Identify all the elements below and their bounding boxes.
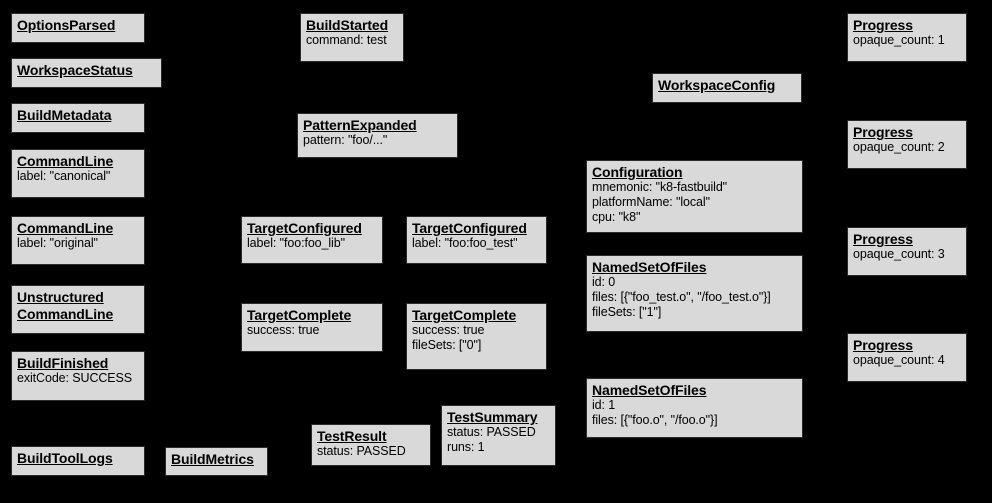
node-title: TargetComplete — [247, 307, 352, 323]
node-build-metrics[interactable]: BuildMetrics — [165, 447, 268, 476]
node-field: platformName: "local" — [592, 195, 710, 209]
node-title: CommandLine — [17, 153, 114, 169]
node-title: WorkspaceStatus — [17, 62, 133, 78]
node-field: opaque_count: 3 — [853, 247, 945, 261]
node-title: WorkspaceConfig — [658, 77, 776, 93]
node-field: command: test — [306, 33, 387, 47]
node-field: pattern: "foo/..." — [303, 133, 388, 147]
node-field: id: 1 — [592, 398, 616, 412]
node-title: TestResult — [317, 428, 387, 444]
node-title: TestSummary — [447, 409, 538, 425]
node-field: cpu: "k8" — [592, 210, 641, 224]
node-field: files: [{"foo.o", "/foo.o"}] — [592, 413, 718, 427]
node-title: BuildMetadata — [17, 107, 112, 123]
node-title: BuildStarted — [306, 17, 389, 33]
node-build-tool-logs[interactable]: BuildToolLogs — [11, 446, 145, 476]
node-build-metadata[interactable]: BuildMetadata — [11, 103, 145, 133]
node-title: CommandLine — [17, 220, 114, 236]
node-title: TargetConfigured — [412, 220, 527, 236]
node-field: opaque_count: 1 — [853, 33, 945, 47]
node-field: label: "foo:foo_test" — [412, 236, 518, 250]
node-unstructured-command-line[interactable]: Unstructured CommandLine — [11, 285, 145, 334]
node-field: fileSets: ["0"] — [412, 338, 482, 352]
node-title: TargetComplete — [412, 307, 517, 323]
node-title: NamedSetOfFiles — [592, 259, 707, 275]
node-field: exitCode: SUCCESS — [17, 371, 133, 385]
node-field: id: 0 — [592, 275, 616, 289]
node-title: NamedSetOfFiles — [592, 382, 707, 398]
node-field: label: "canonical" — [17, 169, 111, 183]
node-options-parsed[interactable]: OptionsParsed — [11, 13, 145, 43]
node-title: OptionsParsed — [17, 17, 116, 33]
node-field: mnemonic: "k8-fastbuild" — [592, 180, 728, 194]
node-field: runs: 1 — [447, 440, 485, 454]
node-field: success: true — [247, 323, 320, 337]
node-workspace-config[interactable]: WorkspaceConfig — [652, 73, 802, 103]
node-title: BuildFinished — [17, 355, 109, 371]
node-field: status: PASSED — [447, 425, 536, 439]
node-title: Unstructured CommandLine — [17, 289, 114, 322]
node-field: opaque_count: 2 — [853, 140, 945, 154]
node-title: Progress — [853, 124, 913, 140]
node-field: fileSets: ["1"] — [592, 305, 662, 319]
node-field: opaque_count: 4 — [853, 353, 945, 367]
node-title: BuildToolLogs — [17, 450, 113, 466]
node-field: status: PASSED — [317, 444, 406, 458]
node-title: Progress — [853, 231, 913, 247]
node-title: Progress — [853, 17, 913, 33]
node-field: label: "original" — [17, 236, 98, 250]
node-title: Progress — [853, 337, 913, 353]
node-title: BuildMetrics — [171, 451, 254, 467]
node-field: success: true — [412, 323, 485, 337]
node-title: PatternExpanded — [303, 117, 417, 133]
node-field: files: [{"foo_test.o", "/foo_test.o"}] — [592, 290, 771, 304]
node-title: TargetConfigured — [247, 220, 362, 236]
node-title: Configuration — [592, 164, 683, 180]
node-field: label: "foo:foo_lib" — [247, 236, 345, 250]
node-workspace-status[interactable]: WorkspaceStatus — [11, 58, 162, 88]
